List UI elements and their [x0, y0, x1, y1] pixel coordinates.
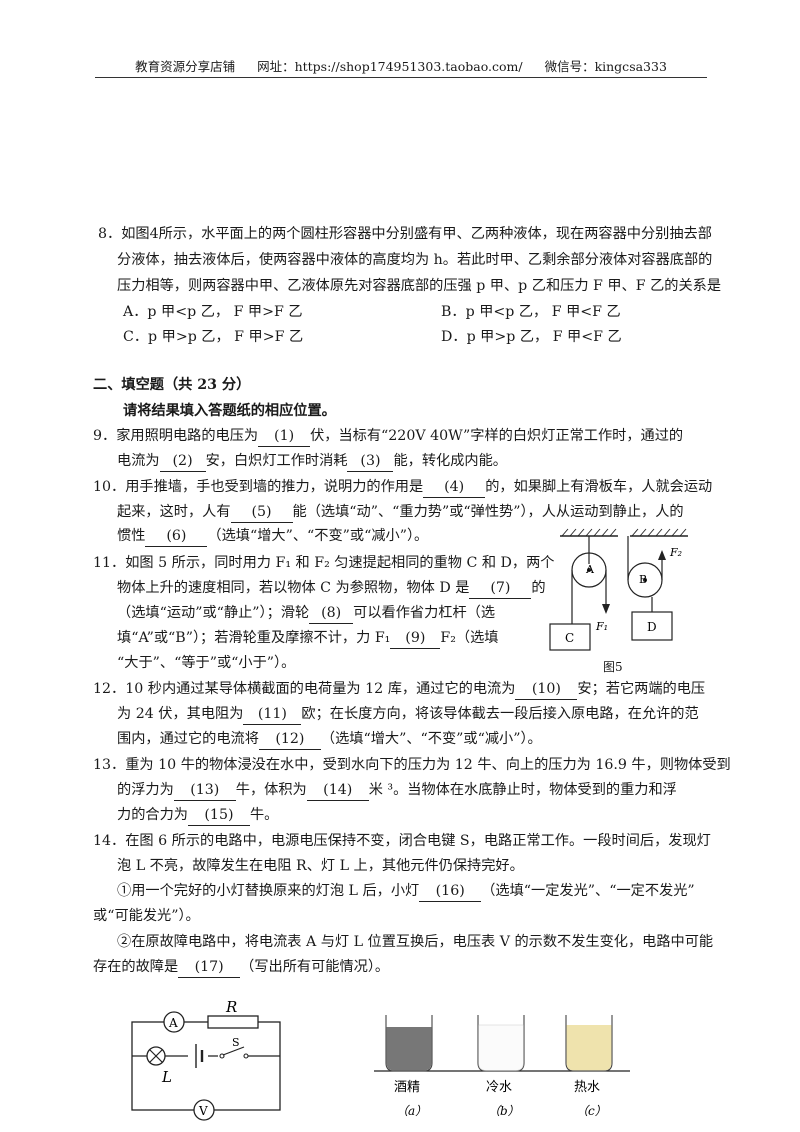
- weight-c: [549, 623, 591, 651]
- q8-option-c: C．p 甲>p 乙， F 甲>F 乙: [123, 329, 304, 345]
- blank-16: (16): [419, 881, 482, 902]
- ammeter-label: A: [168, 1016, 178, 1030]
- q14-line1: 14．在图 6 所示的电路中，电源电压保持不变，闭合电键 S，电路正常工作。一段…: [93, 833, 711, 849]
- switch-s: [222, 1046, 245, 1056]
- blank-10: (10): [515, 679, 578, 700]
- q8-option-a: A．p 甲<p 乙， F 甲>F 乙: [123, 304, 303, 320]
- beaker-b-liquid: [478, 1024, 524, 1071]
- q10-line1: 10．用手推墙，手也受到墙的推力，说明力的作用是(4)的，如果脚上有滑板车，人就…: [93, 477, 712, 498]
- blank-6: (6): [145, 526, 208, 547]
- blank-3: (3): [347, 451, 394, 472]
- q11-line1: 11．如图 5 所示，同时用力 F₁ 和 F₂ 匀速提起相同的重物 C 和 D，…: [93, 555, 555, 571]
- q14-line6: 存在的故障是(17)（写出所有可能情况）。: [93, 957, 389, 978]
- blank-4: (4): [423, 477, 486, 498]
- q12-line2: 为 24 伏，其电阻为(11)欧；在长度方向，将该导体截去一段后接入原电路，在允…: [117, 704, 699, 725]
- pulley-b-label: B: [639, 573, 647, 586]
- weight-c-label: C: [565, 631, 574, 645]
- figure-6-circuit: R A L S V: [131, 998, 281, 1121]
- q8-option-b: B．p 甲<p 乙， F 甲<F 乙: [441, 304, 621, 320]
- voltmeter-label: V: [198, 1104, 208, 1118]
- beaker-a-liquid: [386, 1027, 432, 1071]
- q8-line3: 压力相等，则两容器中甲、乙液体原先对容器底部的压强 p 甲、p 乙和压力 F 甲…: [117, 278, 722, 294]
- shop-url: 网址：https://shop174951303.taobao.com/: [257, 59, 523, 74]
- q8-line2: 分液体，抽去液体后，使两容器中液体的高度均为 h。若此时甲、乙剩余部分液体对容器…: [117, 252, 713, 268]
- page-header: 教育资源分享店铺 网址：https://shop174951303.taobao…: [95, 56, 707, 75]
- weight-d-label: D: [647, 620, 657, 634]
- ammeter-a: [163, 1011, 185, 1033]
- voltmeter-v: [193, 1099, 215, 1121]
- switch-label: S: [232, 1036, 240, 1049]
- ceiling-right-hatch: [631, 528, 687, 537]
- resistor-r: [207, 1015, 259, 1029]
- blank-2: (2): [159, 451, 206, 472]
- blank-14: (14): [306, 780, 369, 801]
- q11-line2: 物体上升的速度相同，若以物体 C 为参照物，物体 D 是(7)的: [117, 578, 546, 599]
- q14-line4: 或“可能发光”）。: [93, 908, 200, 924]
- blank-13: (13): [173, 780, 236, 801]
- q13-line2: 的浮力为(13)牛，体积为(14)米 ³。当物体在水底静止时，物体受到的重力和浮: [117, 780, 677, 801]
- pulley-b: [627, 562, 663, 598]
- blank-9: (9): [390, 628, 441, 649]
- resistor-label: R: [225, 998, 237, 1016]
- blank-8: (8): [309, 603, 354, 624]
- beaker-c-caption: （c）: [576, 1104, 607, 1118]
- q8-line1: 8．如图4所示，水平面上的两个圆柱形容器中分别盛有甲、乙两种液体，现在两容器中分…: [98, 226, 712, 242]
- ceiling-left-hatch: [561, 528, 617, 537]
- beaker-a-caption: （a）: [396, 1104, 427, 1118]
- shop-name: 教育资源分享店铺: [135, 59, 236, 74]
- q11-line3: （选填“运动”或“静止”）；滑轮(8)可以看作省力杠杆（选: [117, 603, 495, 624]
- f2-label: F₂: [669, 546, 682, 559]
- section-instruction: 请将结果填入答题纸的相应位置。: [123, 403, 336, 419]
- figure-7-beakers: 酒精 冷水 热水 （a） （b） （c）: [374, 1015, 630, 1118]
- header-divider: [95, 77, 707, 78]
- q14-line2: 泡 L 不亮，故障发生在电阻 R、灯 L 上，其他元件仍保持完好。: [117, 858, 524, 874]
- pulley-a-label: A: [585, 563, 595, 576]
- blank-11: (11): [243, 704, 302, 725]
- figure-5-pulleys: A F₁ C F₂ B D: [549, 528, 688, 651]
- arrow-f2: [658, 550, 666, 560]
- q12-line3: 围内，通过它的电流将(12)（选填“增大”、“不变”或“减小”）。: [117, 729, 542, 750]
- figure-5-caption: 图5: [603, 660, 623, 674]
- q8-option-d: D．p 甲>p 乙， F 甲<F 乙: [441, 329, 622, 345]
- blank-7: (7): [469, 578, 532, 599]
- wechat-id: 微信号：kingcsa333: [544, 59, 667, 74]
- q9-line1: 9．家用照明电路的电压为(1)伏，当标有“220V 40W”字样的白炽灯正常工作…: [93, 426, 683, 447]
- blank-5: (5): [230, 502, 293, 523]
- q10-line3: 惯性(6)（选填“增大”、“不变”或“减小”）。: [117, 526, 428, 547]
- blank-15: (15): [187, 805, 250, 826]
- q13-line3: 力的合力为(15)牛。: [117, 805, 278, 826]
- q14-line5: ②在原故障电路中，将电流表 A 与灯 L 位置互换后，电压表 V 的示数不发生变…: [117, 934, 714, 950]
- q12-line1: 12．10 秒内通过某导体横截面的电荷量为 12 库，通过它的电流为(10)安；…: [93, 679, 705, 700]
- f1-label: F₁: [595, 620, 608, 633]
- q14-line3: ①用一个完好的小灯替换原来的灯泡 L 后，小灯(16)（选填“一定发光”、“一定…: [117, 881, 695, 902]
- alcohol-label: 酒精: [394, 1080, 420, 1095]
- arrow-f1: [602, 604, 610, 614]
- beaker-b-caption: （b）: [488, 1104, 520, 1118]
- q9-line2: 电流为(2)安，白炽灯工作时消耗(3)能，转化成内能。: [117, 451, 507, 472]
- hot-water-label: 热水: [574, 1080, 600, 1095]
- weight-d: [631, 611, 673, 641]
- lamp-label: L: [161, 1068, 172, 1086]
- q11-line5: “大于”、“等于”或“小于”）。: [117, 655, 296, 671]
- q10-line2: 起来，这时，人有(5)能（选填“动”、“重力势”或“弹性势”），人从运动到静止，…: [117, 502, 684, 523]
- section-title: 二、填空题（共 23 分）: [93, 377, 251, 393]
- q11-line4: 填“A”或“B”）；若滑轮重及摩擦不计，力 F₁(9)F₂（选填: [117, 628, 498, 649]
- blank-12: (12): [258, 729, 321, 750]
- beaker-c-liquid: [566, 1025, 612, 1071]
- blank-1: (1): [258, 426, 311, 447]
- q13-line1: 13．重为 10 牛的物体浸没在水中，受到水向下的压力为 12 牛、向上的压力为…: [93, 757, 731, 773]
- cold-water-label: 冷水: [486, 1080, 512, 1095]
- blank-17: (17): [178, 957, 241, 978]
